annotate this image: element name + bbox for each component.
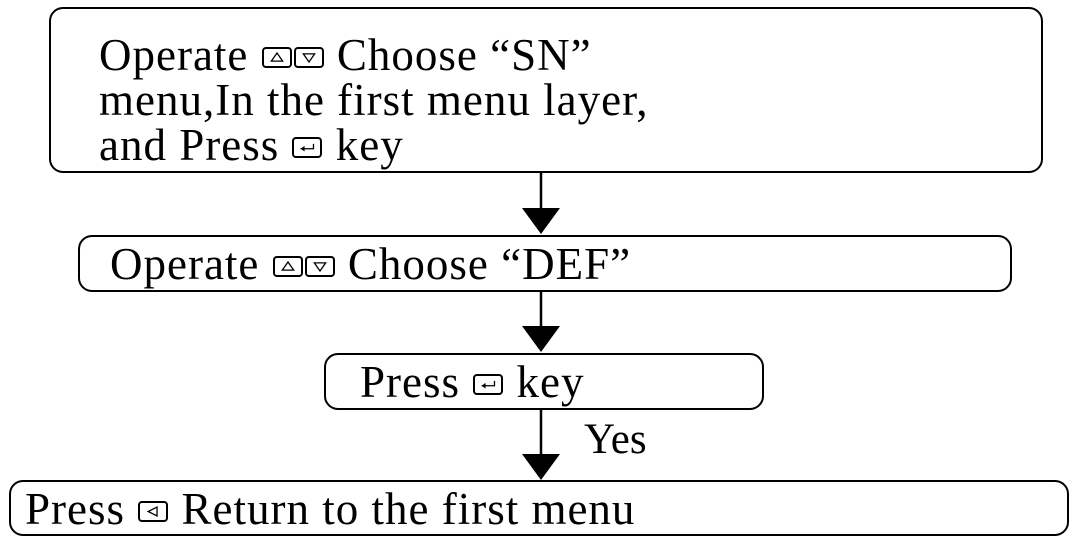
step-3-key-text: key (516, 357, 585, 407)
enter-key-icon (473, 374, 504, 395)
up-key-icon (272, 256, 303, 277)
enter-key-icon (292, 137, 323, 158)
yes-label: Yes (584, 416, 647, 463)
step-3-box: Press key (324, 353, 764, 410)
down-key-icon (304, 256, 335, 277)
step-1-line-2: menu,In the first menu layer, (99, 75, 649, 125)
step-1-box: Operate Choose “SN” menu,In the first me… (49, 7, 1043, 173)
arrowhead-2-3 (522, 326, 560, 352)
arrowhead-1-2 (522, 208, 560, 234)
step-1-key-text: key (335, 120, 404, 170)
up-key-icon (261, 47, 292, 68)
down-key-icon (293, 47, 324, 68)
step-1-choose-text: Choose “SN” (336, 30, 592, 80)
arrowhead-3-4 (522, 454, 560, 480)
step-1-press-text: and Press (99, 120, 280, 170)
step-1-operate-text: Operate (99, 30, 249, 80)
step-3-line: Press key (360, 360, 762, 405)
step-4-press-text: Press (25, 484, 126, 534)
step-2-line: Operate Choose “DEF” (110, 242, 1010, 287)
step-2-box: Operate Choose “DEF” (78, 235, 1012, 292)
step-1-line-1: Operate Choose “SN” (99, 33, 1041, 78)
step-1-line-3: and Press key (99, 123, 1041, 168)
left-key-icon (138, 501, 169, 522)
step-4-return-text: Return to the first menu (181, 484, 636, 534)
step-3-press-text: Press (360, 357, 461, 407)
step-4-line: Press Return to the first menu (25, 487, 1067, 532)
step-2-operate-text: Operate (110, 239, 260, 289)
step-2-choose-text: Choose “DEF” (347, 239, 632, 289)
step-4-box: Press Return to the first menu (9, 480, 1069, 536)
